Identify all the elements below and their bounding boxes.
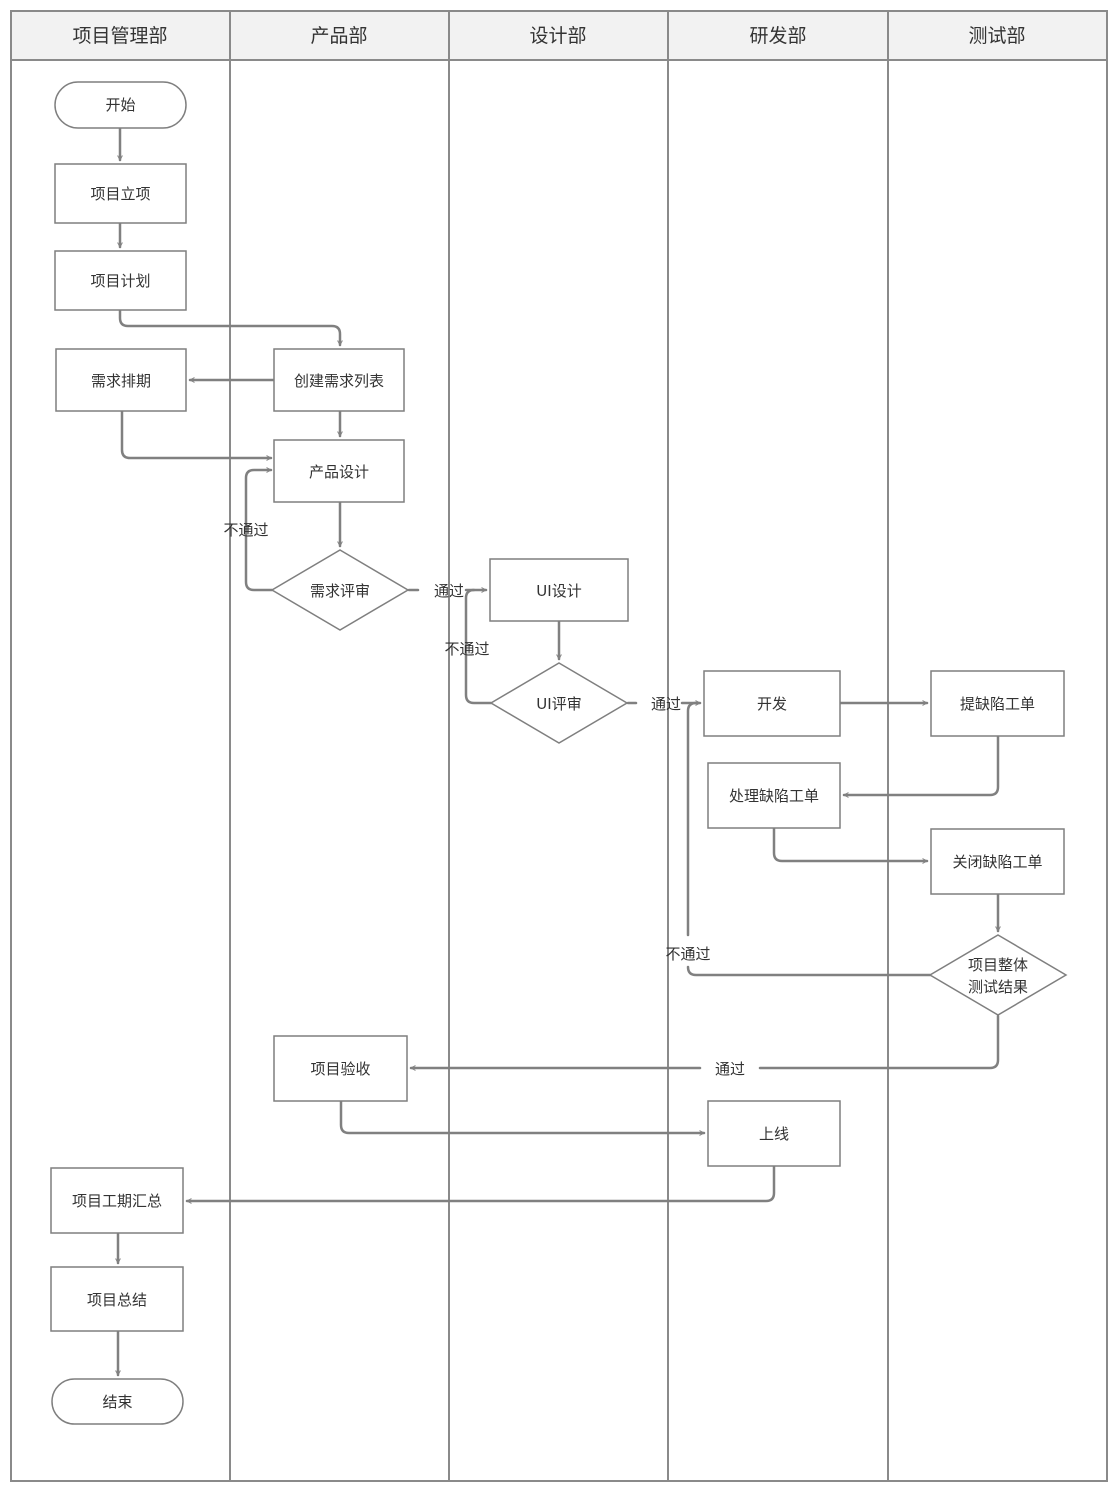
end-label: 结束 [102,1393,132,1411]
edge-plan-create-list [118,308,340,347]
start-label: 开始 [105,96,135,114]
req-review-node[interactable]: 需求评审 [270,549,410,631]
lane-title-test: 测试部 [968,25,1025,47]
create-list-label: 创建需求列表 [294,372,384,390]
edge-label-test-pass: 通过 [715,1060,745,1078]
edge-scheduling-product-design [120,409,273,458]
edge-launch-duration-summary [185,1164,776,1201]
acceptance-label: 项目验收 [310,1060,370,1078]
lane-title-dev: 研发部 [749,25,806,47]
plan-label: 项目计划 [90,272,150,290]
duration-summary-label: 项目工期汇总 [72,1192,162,1210]
scheduling-label: 需求排期 [91,372,151,390]
edge-label-test-fail: 不通过 [665,945,710,963]
edge-handle-defect-close-defect [772,826,929,861]
launch-node[interactable]: 上线 [707,1100,841,1167]
raise-defect-node[interactable]: 提缺陷工单 [930,670,1065,737]
handle-defect-label: 处理缺陷工单 [729,787,819,805]
edge-label-req-pass: 通过 [434,582,464,600]
initiation-label: 项目立项 [90,185,150,203]
acceptance-node[interactable]: 项目验收 [273,1035,408,1102]
lane-title-design: 设计部 [529,25,586,47]
edge-label-ui-fail: 不通过 [444,640,489,658]
overall-test-label-line2: 测试结果 [968,978,1028,996]
edge-acceptance-launch [339,1099,706,1133]
ui-design-label: UI设计 [536,582,581,600]
edge-raise-defect-handle-defect [842,734,1000,795]
close-defect-label: 关闭缺陷工单 [952,853,1042,871]
ui-review-node[interactable]: UI评审 [489,662,629,744]
summary-label: 项目总结 [87,1291,147,1309]
overall-test-node[interactable]: 项目整体 测试结果 [928,934,1068,1016]
edge-overall-test-pass [758,1014,1000,1070]
edge-ui-review-fail [464,588,493,705]
overall-test-label-line1: 项目整体 [968,956,1028,974]
product-design-node[interactable]: 产品设计 [273,439,405,503]
close-defect-node[interactable]: 关闭缺陷工单 [930,828,1065,895]
lane-frame [10,10,1108,1482]
req-review-label: 需求评审 [310,582,370,600]
ui-design-node[interactable]: UI设计 [489,558,629,622]
edge-overall-test-fail [686,701,698,937]
launch-label: 上线 [759,1125,789,1143]
ui-review-label: UI评审 [536,695,581,713]
edge-label-req-fail: 不通过 [223,521,268,539]
product-design-label: 产品设计 [309,463,369,481]
handle-defect-node[interactable]: 处理缺陷工单 [707,762,841,829]
summary-node[interactable]: 项目总结 [50,1266,184,1332]
initiation-node[interactable]: 项目立项 [54,163,187,224]
lane-title-pm: 项目管理部 [72,25,167,47]
develop-node[interactable]: 开发 [703,670,841,737]
lane-header-background [10,10,1108,61]
duration-summary-node[interactable]: 项目工期汇总 [50,1167,184,1234]
create-list-node[interactable]: 创建需求列表 [273,348,405,412]
edge-label-ui-pass: 通过 [651,695,681,713]
lane-title-product: 产品部 [310,25,367,47]
start-node[interactable]: 开始 [54,81,187,129]
raise-defect-label: 提缺陷工单 [960,695,1035,713]
end-node[interactable]: 结束 [51,1378,184,1425]
edges [118,126,1000,1377]
edge-req-review-fail [244,470,274,592]
scheduling-node[interactable]: 需求排期 [55,348,187,412]
plan-node[interactable]: 项目计划 [54,250,187,311]
edge-overall-test-fail [686,965,932,977]
develop-label: 开发 [757,695,787,713]
